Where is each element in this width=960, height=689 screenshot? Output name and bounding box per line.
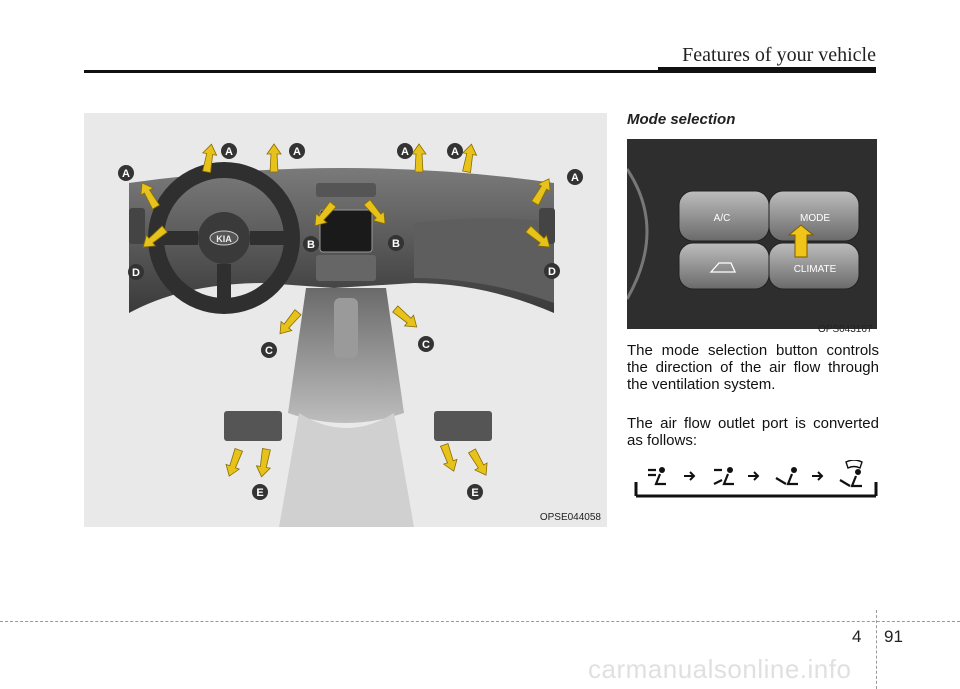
section-title: Mode selection xyxy=(627,111,736,128)
svg-text:B: B xyxy=(307,239,315,251)
climate-button xyxy=(768,242,860,290)
arrow-right-icon-3 xyxy=(812,471,824,481)
recirculation-button xyxy=(678,242,770,290)
dashboard-illustration: KIA A xyxy=(118,142,583,527)
mode-face-icon xyxy=(648,467,666,486)
page-number: 91 xyxy=(884,627,903,646)
right-side-vent xyxy=(539,208,555,244)
paragraph-1: The mode selection button controls the d… xyxy=(627,342,879,393)
footer-rule xyxy=(0,621,960,622)
watermark-url: carmanualsonline.info xyxy=(588,654,852,684)
callout-labels: A A A A A A B B C C D D E E xyxy=(118,143,583,500)
loop-bracket xyxy=(634,482,878,498)
arrow-right-icon-2 xyxy=(748,471,760,481)
header-accent xyxy=(658,67,876,72)
floor-tunnel xyxy=(279,413,414,527)
mode-label: MODE xyxy=(800,213,830,224)
infotainment-screen xyxy=(319,209,373,253)
rear-vent-left xyxy=(224,411,282,441)
gear-shifter xyxy=(334,298,358,358)
mode-floor-defrost-icon xyxy=(839,460,863,488)
header-rule xyxy=(84,70,876,73)
mode-sequence-diagram xyxy=(634,460,878,498)
svg-text:D: D xyxy=(548,266,556,278)
chapter-number: 4 xyxy=(852,627,862,646)
rear-vent-right xyxy=(434,411,492,441)
recirculation-icon xyxy=(709,262,737,273)
mode-floor-icon xyxy=(775,467,798,486)
svg-text:E: E xyxy=(256,487,263,499)
mode-figure-code: OPS043167 xyxy=(818,324,873,335)
highlight-arrow-icon xyxy=(787,224,815,258)
footer-divider xyxy=(876,610,877,689)
svg-text:A: A xyxy=(225,146,233,158)
svg-text:D: D xyxy=(132,267,140,279)
svg-text:A: A xyxy=(401,146,409,158)
svg-text:C: C xyxy=(422,339,430,351)
mode-button xyxy=(768,190,860,242)
mode-panel-illustration: A/C MODE CLIMATE xyxy=(625,139,877,329)
svg-text:A: A xyxy=(293,146,301,158)
svg-text:E: E xyxy=(471,487,478,499)
arrow-right-icon xyxy=(684,471,696,481)
ac-label: A/C xyxy=(714,213,731,224)
glovebox xyxy=(414,218,554,303)
mode-bilevel-icon xyxy=(713,467,734,486)
kia-logo: KIA xyxy=(216,234,232,244)
figure-code: OPSE044058 xyxy=(539,512,601,523)
paragraph-2: The air flow outlet port is converted as… xyxy=(627,415,879,449)
svg-text:C: C xyxy=(265,345,273,357)
mode-panel-figure: A/C MODE CLIMATE xyxy=(625,139,877,329)
dashboard-figure: KIA A xyxy=(84,113,607,527)
svg-text:A: A xyxy=(571,172,579,184)
left-side-vent xyxy=(129,208,145,244)
climate-controls xyxy=(316,255,376,281)
climate-label: CLIMATE xyxy=(794,264,837,275)
header-title: Features of your vehicle xyxy=(682,44,876,66)
svg-text:A: A xyxy=(451,146,459,158)
svg-text:B: B xyxy=(392,238,400,250)
center-vent xyxy=(316,183,376,197)
svg-text:A: A xyxy=(122,168,130,180)
